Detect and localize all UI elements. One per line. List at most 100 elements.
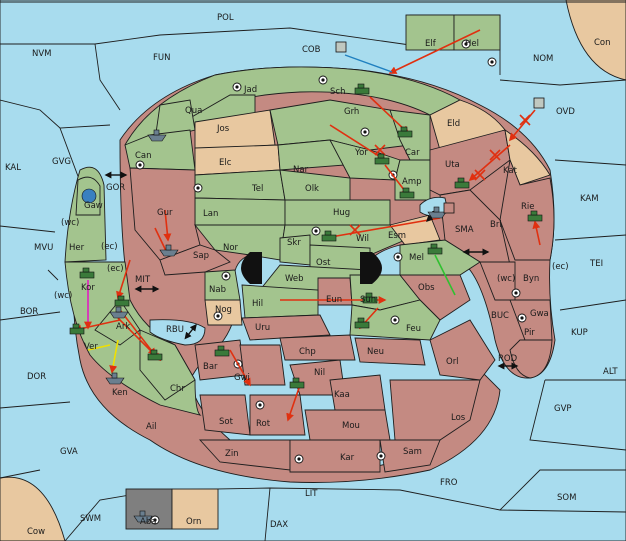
supply-center-icon [150, 515, 160, 525]
supply-center-icons [135, 39, 527, 525]
army-icon[interactable] [399, 187, 415, 199]
region-nor[interactable] [194, 224, 286, 261]
province-label: Gur [157, 208, 173, 218]
supply-center-icon [487, 57, 497, 67]
fleet-icon[interactable] [81, 188, 97, 204]
region-pir[interactable] [509, 339, 553, 379]
army-icon[interactable] [354, 83, 370, 95]
fleet-icon[interactable] [147, 129, 167, 142]
region-sam[interactable] [379, 439, 441, 473]
move-order-arrow [229, 349, 251, 387]
region-obs[interactable] [399, 274, 471, 321]
army-icon[interactable] [454, 177, 470, 189]
province-label: (wc) [497, 274, 515, 284]
region-uru[interactable] [241, 314, 331, 341]
province-label: Rot [256, 419, 271, 429]
supply-center-icon [255, 400, 265, 410]
region-kar[interactable] [289, 439, 381, 473]
fleet-icon[interactable] [109, 306, 129, 319]
region-tel[interactable] [194, 169, 286, 201]
province-label: Sap [193, 251, 209, 261]
province-label: Grh [344, 107, 359, 117]
province-label: Kaa [334, 390, 350, 400]
province-label: Ken [112, 388, 128, 398]
supply-center-icon [221, 271, 231, 281]
fleet-icon[interactable] [105, 372, 125, 385]
sea-label: NVM [32, 49, 52, 59]
province-label: Kar [340, 453, 355, 463]
sea-label: BOR [20, 307, 38, 317]
region-los[interactable] [389, 379, 481, 441]
fleet-icon[interactable] [133, 510, 153, 523]
sea-label: MVU [34, 243, 53, 253]
province-label: Qua [185, 106, 202, 116]
army-icon[interactable] [147, 349, 163, 361]
region-nog[interactable] [204, 299, 243, 326]
sea-label: OVD [556, 107, 575, 117]
sea-label: GOR [106, 183, 125, 193]
province-label: Eld [447, 119, 460, 129]
province-label: (ec) [101, 242, 118, 252]
sea-label: MIT [135, 275, 151, 285]
army-icon[interactable] [362, 292, 378, 304]
sea-label: NOM [533, 54, 553, 64]
region-orl[interactable] [429, 319, 496, 381]
army-icon[interactable] [397, 126, 413, 138]
fleet-icon[interactable] [335, 41, 347, 53]
army-icon[interactable] [79, 267, 95, 279]
province-label: Orl [446, 357, 459, 367]
region-mel[interactable] [399, 239, 481, 276]
province-label: Ost [316, 258, 331, 268]
region-sap[interactable] [159, 244, 231, 276]
army-icon[interactable] [69, 323, 85, 335]
army-icon[interactable] [114, 295, 130, 307]
province-label: Byn [523, 274, 539, 284]
sea-label: KUP [571, 328, 588, 338]
failed-order-cross [474, 169, 486, 181]
region-neu[interactable] [354, 337, 426, 366]
retreat-double-arrow [184, 323, 197, 340]
province-label: Ail [146, 422, 157, 432]
region-sot[interactable] [199, 394, 251, 436]
region-aba[interactable] [125, 488, 173, 530]
failed-orders [349, 114, 531, 236]
province-label: Ark [116, 322, 130, 332]
province-label: Elc [219, 158, 232, 168]
army-icon[interactable] [214, 345, 230, 357]
army-icon[interactable] [374, 153, 390, 165]
region-can[interactable] [124, 129, 196, 171]
sea-label: SMA [455, 225, 474, 235]
region-orn[interactable] [171, 488, 219, 530]
province-label: Gwi [234, 373, 250, 383]
province-label: Sam [403, 447, 422, 457]
region-chp[interactable] [279, 334, 356, 361]
sea-label: LIT [305, 489, 318, 499]
supply-center-icon [232, 82, 242, 92]
province-label: Web [285, 274, 304, 284]
move-order-arrow [388, 29, 481, 74]
region-ark[interactable] [94, 299, 141, 346]
region-gwi[interactable] [239, 344, 286, 386]
fleet-icon[interactable] [533, 97, 545, 109]
province-label: Feu [406, 324, 421, 334]
army-icon[interactable] [527, 210, 543, 222]
army-icon[interactable] [321, 230, 337, 242]
region-esm[interactable] [389, 214, 441, 246]
province-label: Lan [203, 209, 218, 219]
fleet-icon[interactable] [427, 206, 447, 219]
province-label: Hil [252, 299, 263, 309]
region-rie[interactable] [499, 158, 555, 261]
province-label: Bar [203, 362, 218, 372]
province-label: Sch [330, 87, 345, 97]
supply-center-icon [318, 75, 328, 85]
fleet-icon[interactable] [443, 202, 455, 214]
army-icon[interactable] [427, 243, 443, 255]
region-elf[interactable] [405, 14, 455, 51]
army-icon[interactable] [354, 317, 370, 329]
fleet-icon[interactable] [159, 244, 179, 257]
move-order-arrow [286, 384, 301, 422]
failed-order-cross [349, 224, 361, 236]
army-icon[interactable] [289, 377, 305, 389]
province-label: Elf [425, 39, 437, 49]
